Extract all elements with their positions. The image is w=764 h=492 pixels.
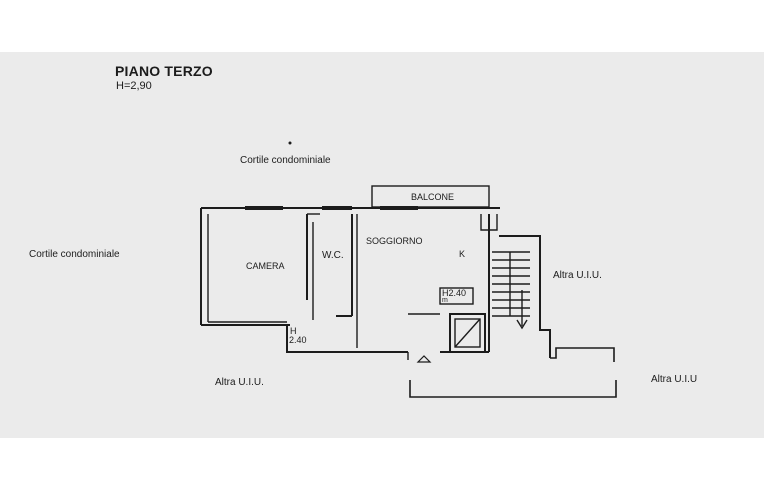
living-room-label: SOGGIORNO [366,236,423,246]
kitchen-height-value: H2.40 [442,288,467,298]
lift-diagonal [454,318,481,348]
floor-plan-sheet [0,52,764,438]
landing-outline [550,347,615,362]
corridor-outline [409,380,617,398]
balcony-label: BALCONE [411,192,455,202]
bedroom-label: CAMERA [246,261,285,271]
kitchen-label: K [459,249,466,259]
bathroom-label: W.C. [322,250,344,261]
bath-height-letter: H [290,326,297,336]
courtyard-left-label: Cortile condominiale [29,249,120,260]
lift-inner [454,318,481,348]
entrance-door-icon [416,355,432,363]
stair-outline [499,235,551,358]
plan-height-label: H=2,90 [116,80,152,92]
other-unit-right-label: Altra U.I.U. [553,270,602,281]
plan-title: PIANO TERZO [115,63,213,79]
other-unit-bottom-left-label: Altra U.I.U. [215,377,264,388]
bath-height-value: 2.40 [289,335,307,345]
kitchen-counter [439,287,474,305]
hall-south-wall [286,325,408,353]
kitchen-height-unit: m [442,297,448,304]
stair-arrow-head [516,319,528,330]
courtyard-top-label: Cortile condominiale [240,155,331,166]
other-unit-bottom-right-label: Altra U.I.U [651,374,698,385]
ink-dot [288,141,292,145]
shaft-box [480,214,498,231]
